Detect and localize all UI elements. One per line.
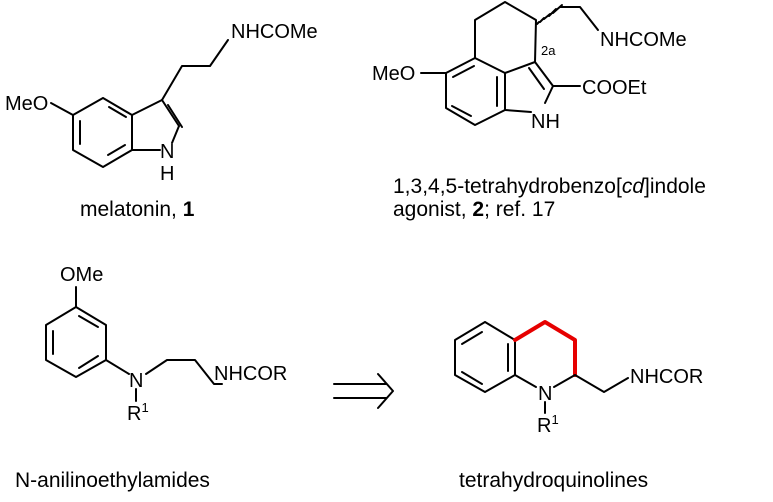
melatonin-meo-label: MeO: [5, 93, 48, 115]
melatonin-ethyl-chain: [161, 39, 229, 101]
anilinoethylamide-r-superscript: 1: [141, 400, 148, 415]
anilinoethylamide-r1-label: R1: [127, 400, 149, 425]
agonist-benzene-ring: [445, 57, 506, 126]
agonist-hashed-wedge: [536, 4, 563, 25]
anilinoethylamide-n-label: N: [129, 370, 143, 392]
agonist-saturated-ring: [474, 1, 537, 63]
anilinoethylamide-caption: N-anilinoethylamides: [15, 469, 210, 492]
anilinoethylamide-nhcor-label: NHCOR: [214, 363, 287, 385]
agonist-pyrrole-ring: [504, 61, 554, 113]
anilinoethylamide-n-aryl-bond: [105, 359, 130, 375]
agonist-caption-line2-a: agonist,: [393, 198, 472, 221]
agonist-caption-line1-a: 1,3,4,5-tetrahydrobenzo[: [393, 175, 622, 198]
agonist-nh-label: NH: [531, 111, 560, 133]
tetrahydroquinoline-highlighted-bonds: [513, 320, 577, 377]
agonist-caption-line1-italic: cd: [622, 175, 646, 198]
agonist-side-chain: [559, 6, 599, 31]
melatonin-benzene-ring: [72, 97, 133, 168]
melatonin-h-label: H: [160, 163, 174, 185]
tetrahydroquinoline-n-label: N: [538, 383, 552, 405]
agonist-nhcome-label: NHCOMe: [600, 29, 687, 51]
tetrahydroquinoline-benzene-ring: [454, 321, 516, 393]
tetrahydroquinoline-n-aryl-bond: [514, 374, 537, 388]
anilinoethylamide-benzene-ring: [45, 306, 107, 378]
agonist-cooet-label: COOEt: [582, 77, 647, 99]
agonist-caption-line2: agonist, 2; ref. 17: [393, 198, 555, 221]
melatonin-pyrrole-ring: [131, 99, 183, 151]
tetrahydroquinoline-n-c2-bond: [553, 374, 576, 388]
agonist-caption-line2-bold: 2: [472, 198, 484, 221]
tetrahydroquinoline-side-chain: [574, 374, 629, 393]
tetrahydroquinoline-structure: N NHCOR R1: [454, 320, 703, 437]
melatonin-methoxy-bond: [50, 102, 74, 116]
agonist-meo-label: MeO: [372, 63, 415, 85]
anilinoethylamide-ethyl-chain: [145, 359, 223, 385]
tetrahydroquinoline-caption: tetrahydroquinolines: [459, 469, 648, 492]
melatonin-n-label: N: [160, 141, 174, 163]
melatonin-caption-number: 1: [183, 198, 195, 221]
melatonin-caption-name: melatonin,: [80, 198, 183, 221]
tetrahydroquinoline-r-text: R: [537, 415, 551, 437]
agonist-caption-line2-b: ; ref. 17: [484, 198, 555, 221]
anilinoethylamide-ome-label: OMe: [60, 264, 103, 286]
agonist-caption-line1: 1,3,4,5-tetrahydrobenzo[cd]indole: [393, 175, 706, 198]
tetrahydroquinoline-r-superscript: 1: [551, 412, 558, 427]
retrosynthesis-arrow-icon: [333, 373, 394, 409]
anilinoethylamide-r-text: R: [127, 403, 141, 425]
melatonin-structure: NHCOMe MeO N H: [5, 21, 318, 185]
tetrahydroquinoline-r1-label: R1: [537, 412, 559, 437]
agonist-caption-line1-b: ]indole: [644, 175, 706, 198]
melatonin-nhcome-label: NHCOMe: [231, 21, 318, 43]
tetrahydroquinoline-nhcor-label: NHCOR: [630, 366, 703, 388]
agonist-2a-locant: 2a: [541, 43, 556, 58]
anilinoethylamide-structure: OMe N NHCOR R1: [45, 264, 287, 425]
agonist-structure: NHCOMe MeO COOEt NH 2a: [372, 1, 687, 133]
melatonin-caption: melatonin, 1: [80, 198, 195, 221]
